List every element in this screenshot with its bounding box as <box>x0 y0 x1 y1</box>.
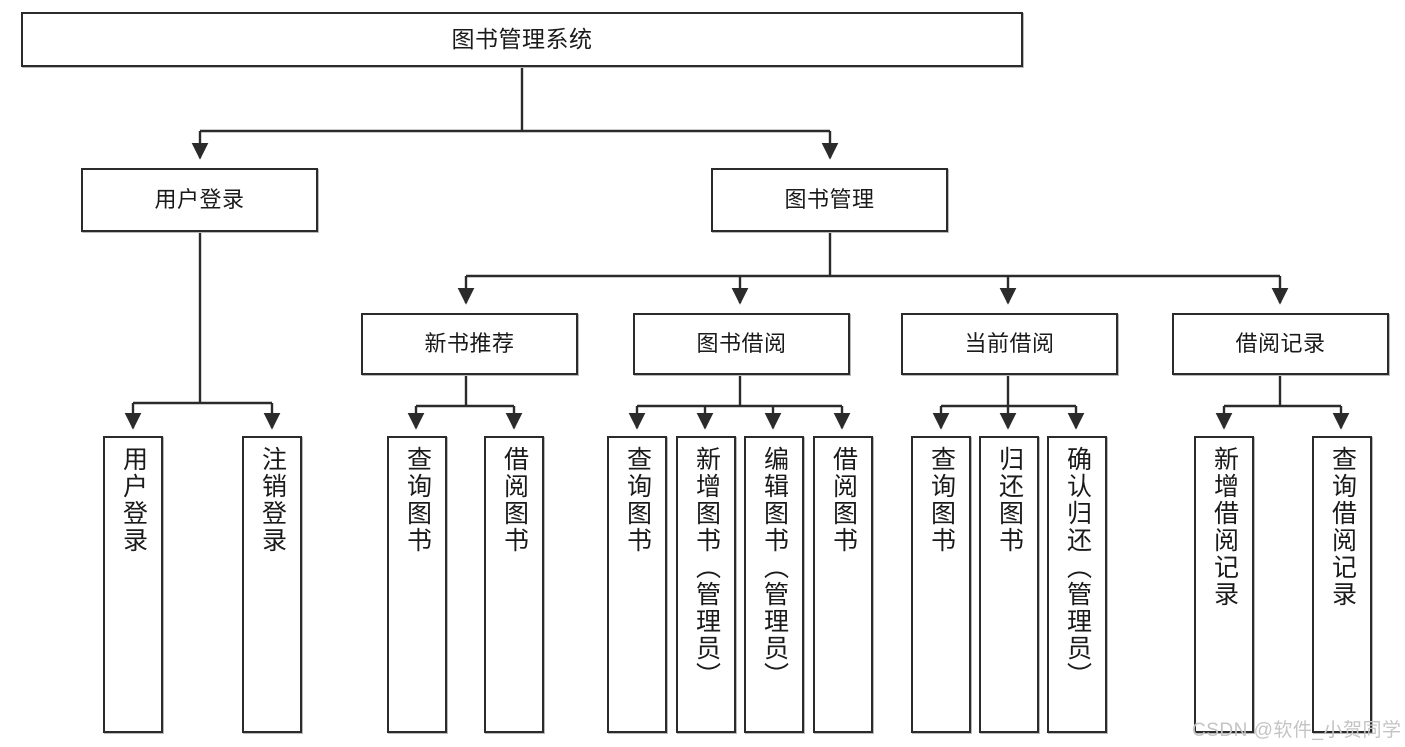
csdn-watermark: CSDN @软件_小贺同学 <box>1192 720 1402 741</box>
node-label: 确认归还（管理员） <box>1063 446 1092 689</box>
node-label: 借阅图书 <box>500 446 529 554</box>
node-root-system[interactable]: 图书管理系统 <box>21 12 1023 67</box>
node-borrow-record[interactable]: 借阅记录 <box>1172 313 1389 375</box>
leaf-add-book-admin[interactable]: 新增图书（管理员） <box>676 436 736 733</box>
leaf-query-book-recommend[interactable]: 查询图书 <box>387 436 447 733</box>
node-label: 注销登录 <box>258 446 287 554</box>
leaf-add-borrow-record[interactable]: 新增借阅记录 <box>1194 436 1254 733</box>
leaf-borrow-book[interactable]: 借阅图书 <box>813 436 873 733</box>
node-label: 编辑图书（管理员） <box>760 446 789 689</box>
leaf-query-borrow-record[interactable]: 查询借阅记录 <box>1312 436 1372 733</box>
node-book-borrow[interactable]: 图书借阅 <box>633 313 850 375</box>
leaf-return-book[interactable]: 归还图书 <box>979 436 1039 733</box>
node-label: 新书推荐 <box>424 331 515 357</box>
node-label: 用户登录 <box>119 446 148 554</box>
node-label: 新增借阅记录 <box>1210 446 1239 608</box>
leaf-borrow-book-recommend[interactable]: 借阅图书 <box>484 436 544 733</box>
node-label: 查询图书 <box>403 446 432 554</box>
node-label: 查询图书 <box>927 446 956 554</box>
leaf-query-book-borrow[interactable]: 查询图书 <box>607 436 667 733</box>
leaf-edit-book-admin[interactable]: 编辑图书（管理员） <box>744 436 804 733</box>
node-label: 新增图书（管理员） <box>692 446 721 689</box>
leaf-query-book-current[interactable]: 查询图书 <box>911 436 971 733</box>
node-label: 图书管理系统 <box>451 26 593 53</box>
leaf-confirm-return-admin[interactable]: 确认归还（管理员） <box>1047 436 1107 733</box>
node-label: 查询借阅记录 <box>1328 446 1357 608</box>
node-label: 当前借阅 <box>964 331 1055 357</box>
node-label: 借阅图书 <box>829 446 858 554</box>
node-label: 归还图书 <box>995 446 1024 554</box>
node-new-book-recommend[interactable]: 新书推荐 <box>361 313 578 375</box>
node-label: 用户登录 <box>154 187 245 213</box>
node-user-login[interactable]: 用户登录 <box>81 168 318 232</box>
node-label: 借阅记录 <box>1235 331 1326 357</box>
node-label: 图书管理 <box>784 187 875 213</box>
leaf-user-login[interactable]: 用户登录 <box>103 436 163 733</box>
node-label: 图书借阅 <box>696 331 787 357</box>
node-book-management[interactable]: 图书管理 <box>711 168 948 232</box>
leaf-logout-login[interactable]: 注销登录 <box>242 436 302 733</box>
node-label: 查询图书 <box>623 446 652 554</box>
node-current-borrow[interactable]: 当前借阅 <box>901 313 1118 375</box>
